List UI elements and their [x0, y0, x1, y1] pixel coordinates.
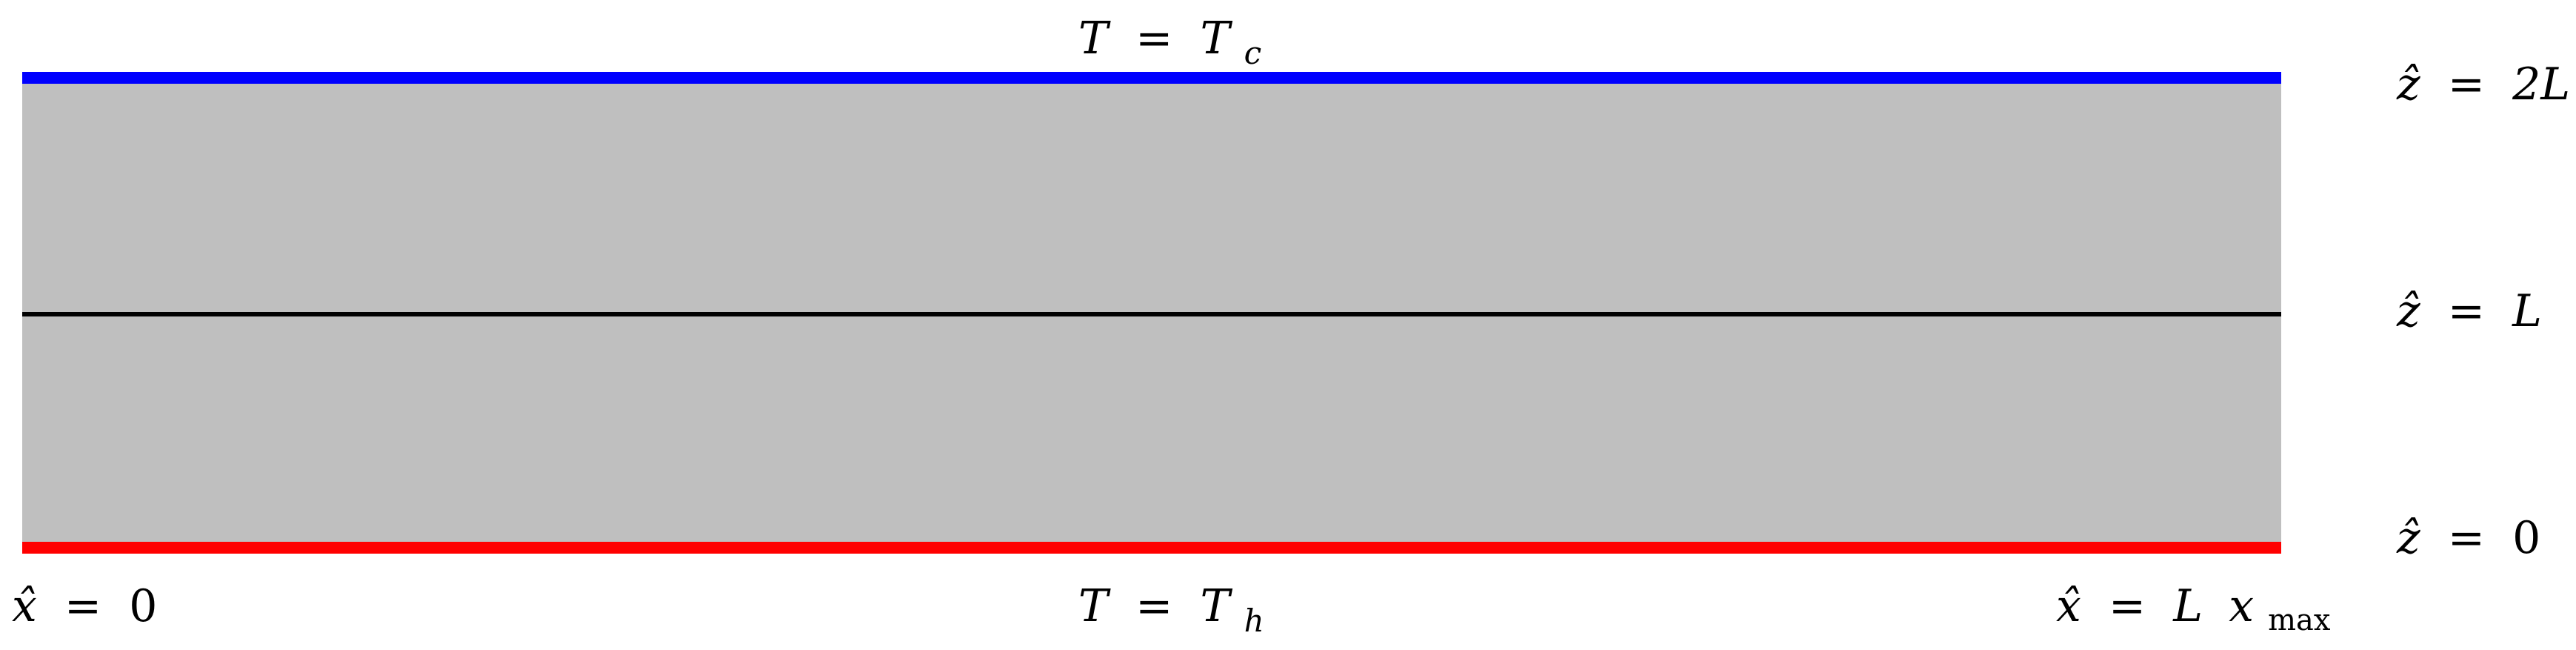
x-left-value: 0: [129, 580, 157, 632]
x-left-equals: =: [64, 580, 101, 632]
z-mid-var: ẑ: [2396, 285, 2420, 337]
bottom-boundary-label: T = T h: [1078, 580, 1264, 639]
x-right-label: x̂ = L x max: [2056, 580, 2331, 637]
z-mid-equals: =: [2448, 285, 2485, 337]
z-bottom-equals: =: [2448, 512, 2485, 564]
bottom-bc-lhs: T: [1078, 580, 1111, 632]
z-top-label: ẑ = 2L: [2396, 59, 2570, 110]
x-left-var: x̂: [12, 580, 37, 632]
z-bottom-value: 0: [2512, 512, 2540, 564]
z-top-value: 2L: [2512, 59, 2570, 110]
x-right-factor: x: [2229, 580, 2254, 632]
bottom-bc-rhs: T: [1200, 580, 1232, 632]
z-bottom-var: ẑ: [2396, 512, 2420, 564]
bottom-bc-subscript: h: [1244, 603, 1264, 639]
x-left-label: x̂ = 0: [12, 580, 157, 632]
z-bottom-label: ẑ = 0: [2396, 512, 2540, 564]
top-bc-rhs: T: [1200, 13, 1232, 64]
x-right-factor-subscript: max: [2268, 603, 2331, 637]
x-right-value: L: [2172, 580, 2203, 632]
z-top-equals: =: [2448, 59, 2485, 110]
z-mid-label: ẑ = L: [2396, 285, 2542, 337]
x-right-equals: =: [2109, 580, 2146, 632]
top-boundary-label: T = T c: [1078, 13, 1261, 71]
domain-region: [22, 77, 2281, 545]
top-bc-equals: =: [1135, 13, 1172, 64]
top-bc-lhs: T: [1078, 13, 1111, 64]
x-right-var: x̂: [2056, 580, 2081, 632]
bottom-bc-equals: =: [1135, 580, 1172, 632]
z-mid-value: L: [2512, 285, 2542, 337]
z-top-var: ẑ: [2396, 59, 2420, 110]
top-bc-subscript: c: [1244, 35, 1262, 71]
